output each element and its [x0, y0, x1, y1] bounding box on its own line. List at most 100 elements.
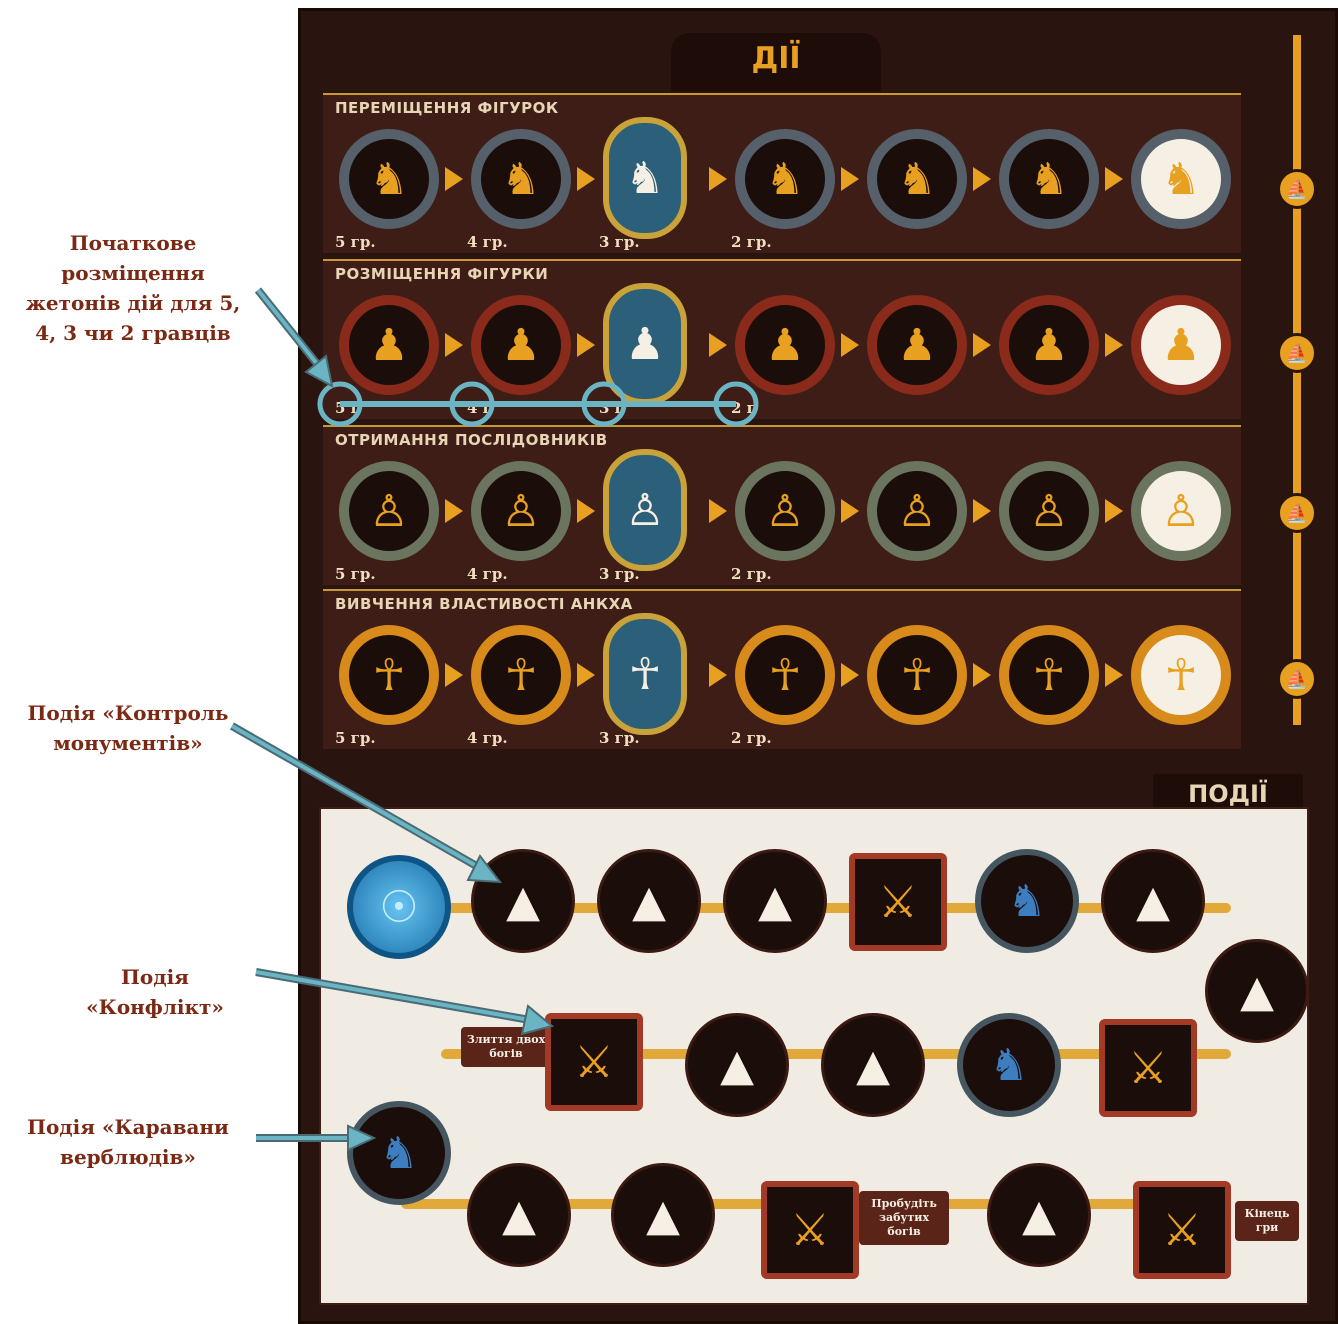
warrior-icon: ♟	[339, 295, 439, 395]
events-track: ☉ ▲ ▲ ▲ ⚔ ♞ ▲ ▲ Злиття двох богів ⚔ ▲ ▲ …	[319, 807, 1309, 1305]
player-count-label: 2 гр.	[731, 565, 772, 583]
player-count-label: 2 г	[731, 399, 756, 417]
monument-event-icon: ▲	[1205, 939, 1309, 1043]
camel-rider-icon: ♞	[603, 117, 687, 239]
camel-event-icon: ♞	[975, 849, 1079, 953]
camel-rider-icon: ♞	[999, 129, 1099, 229]
ankh-icon: ☥	[867, 625, 967, 725]
player-count-label: 3 гр.	[599, 729, 640, 747]
warrior-icon: ♟	[999, 295, 1099, 395]
boat-icon: ⛵	[1277, 333, 1317, 373]
arrow-right-icon	[709, 167, 727, 191]
warrior-icon: ♟	[603, 283, 687, 405]
monument-event-icon: ▲	[467, 1163, 571, 1267]
ankh-icon: ☥	[1131, 625, 1231, 725]
arrow-right-icon	[841, 499, 859, 523]
arrow-right-icon	[445, 499, 463, 523]
conflict-event-icon: ⚔	[545, 1013, 643, 1111]
warrior-icon: ♟	[1131, 295, 1231, 395]
arrow-right-icon	[973, 333, 991, 357]
warrior-icon: ♟	[471, 295, 571, 395]
player-count-label: 2 гр.	[731, 233, 772, 251]
monument-event-icon: ▲	[987, 1163, 1091, 1267]
arrow-right-icon	[709, 333, 727, 357]
camel-rider-icon: ♞	[1131, 129, 1231, 229]
monument-event-icon: ▲	[611, 1163, 715, 1267]
camel-rider-icon: ♞	[867, 129, 967, 229]
forgotten-gods-note: Пробудіть забутих богів	[859, 1191, 949, 1245]
action-row-label: ВИВЧЕННЯ ВЛАСТИВОСТІ АНКХА	[335, 595, 633, 613]
player-count-label: 4 гр.	[467, 233, 508, 251]
action-row-label: ОТРИМАННЯ ПОСЛІДОВНИКІВ	[335, 431, 608, 449]
follower-icon: ♙	[1131, 461, 1231, 561]
arrow-right-icon	[1105, 333, 1123, 357]
player-count-label: 5 гр.	[335, 729, 376, 747]
action-row-label: ПЕРЕМІЩЕННЯ ФІГУРОК	[335, 99, 559, 117]
arrow-right-icon	[1105, 499, 1123, 523]
annotation-conflict: Подія «Конфлікт»	[40, 962, 270, 1022]
player-count-label: 2 гр.	[731, 729, 772, 747]
player-count-label: 3 гр.	[599, 565, 640, 583]
player-count-label: 3 гр.	[599, 233, 640, 251]
action-row-label: РОЗМІЩЕННЯ ФІГУРКИ	[335, 265, 548, 283]
monument-event-icon: ▲	[685, 1013, 789, 1117]
arrow-right-icon	[445, 663, 463, 687]
conflict-event-icon: ⚔	[849, 853, 947, 951]
start-token: ☉	[347, 855, 451, 959]
boat-icon: ⛵	[1277, 169, 1317, 209]
annotation-initial-placement: Початкове розміщення жетонів дій для 5, …	[8, 228, 258, 348]
game-board: ДІЇ ⛵ ⛵ ⛵ ⛵ ПЕРЕМІЩЕННЯ ФІГУРОК ♞ ♞ ♞ ♞ ♞ ♞ ♞ 5 …	[298, 8, 1338, 1324]
actions-title-plate: ДІЇ	[671, 33, 881, 91]
ankh-icon: ☥	[339, 625, 439, 725]
follower-icon: ♙	[867, 461, 967, 561]
warrior-icon: ♟	[867, 295, 967, 395]
conflict-event-icon: ⚔	[761, 1181, 859, 1279]
monument-event-icon: ▲	[471, 849, 575, 953]
camel-event-icon: ♞	[347, 1101, 451, 1205]
ankh-icon: ☥	[735, 625, 835, 725]
player-count-label: 4 г	[467, 399, 492, 417]
boat-icon: ⛵	[1277, 659, 1317, 699]
arrow-right-icon	[1105, 167, 1123, 191]
boat-icon: ⛵	[1277, 493, 1317, 533]
ankh-icon: ☥	[471, 625, 571, 725]
player-count-label: 4 гр.	[467, 565, 508, 583]
warrior-icon: ♟	[735, 295, 835, 395]
arrow-right-icon	[445, 333, 463, 357]
events-title-plate: ПОДІЇ	[1153, 774, 1303, 808]
arrow-right-icon	[841, 663, 859, 687]
arrow-right-icon	[973, 499, 991, 523]
conflict-event-icon: ⚔	[1133, 1181, 1231, 1279]
player-count-label: 5 гр.	[335, 565, 376, 583]
arrow-right-icon	[709, 499, 727, 523]
monument-event-icon: ▲	[821, 1013, 925, 1117]
camel-rider-icon: ♞	[735, 129, 835, 229]
camel-rider-icon: ♞	[471, 129, 571, 229]
follower-icon: ♙	[339, 461, 439, 561]
arrow-right-icon	[577, 663, 595, 687]
actions-title: ДІЇ	[671, 41, 881, 76]
arrow-right-icon	[577, 333, 595, 357]
arrow-right-icon	[709, 663, 727, 687]
follower-icon: ♙	[999, 461, 1099, 561]
annotation-caravans: Подія «Каравани верблюдів»	[8, 1112, 248, 1172]
merge-gods-note: Злиття двох богів	[461, 1027, 551, 1067]
arrow-right-icon	[1105, 663, 1123, 687]
events-title: ПОДІЇ	[1153, 780, 1303, 808]
follower-icon: ♙	[471, 461, 571, 561]
arrow-right-icon	[577, 167, 595, 191]
camel-rider-icon: ♞	[339, 129, 439, 229]
player-count-label: 5 гр.	[335, 233, 376, 251]
turn-order-arrow	[1293, 35, 1301, 725]
follower-icon: ♙	[603, 449, 687, 571]
player-count-label: 4 гр.	[467, 729, 508, 747]
annotation-monuments: Подія «Контроль монументів»	[8, 698, 248, 758]
ankh-icon: ☥	[603, 613, 687, 735]
player-count-label: 3 г	[599, 399, 624, 417]
monument-event-icon: ▲	[597, 849, 701, 953]
conflict-event-icon: ⚔	[1099, 1019, 1197, 1117]
player-count-label: 5 г	[335, 399, 360, 417]
camel-event-icon: ♞	[957, 1013, 1061, 1117]
arrow-right-icon	[577, 499, 595, 523]
arrow-right-icon	[841, 333, 859, 357]
